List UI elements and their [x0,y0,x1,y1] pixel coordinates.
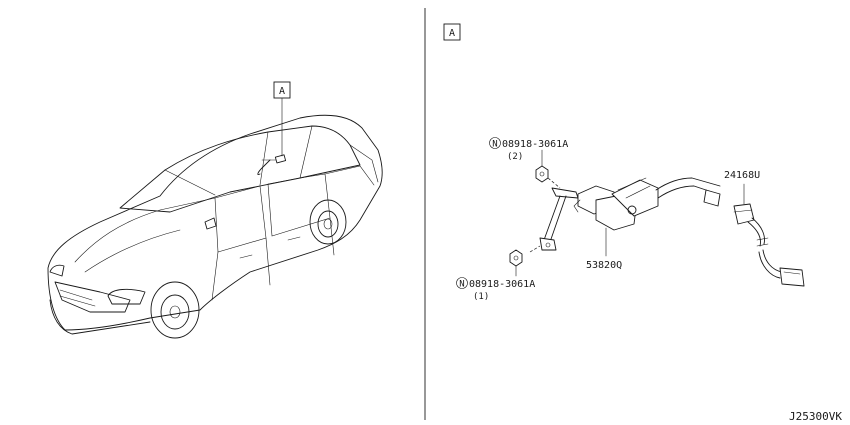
n-marker-lower: N [459,280,464,290]
detail-callout-letter: A [449,28,455,39]
part-number-harness: 24168U [724,170,760,181]
car-callout-box: A [273,81,291,99]
height-sensor-illustration [573,177,721,257]
car-illustration [47,114,383,339]
part-number-upper-bolt: 08918-3061A [502,139,568,150]
nut-upper-illustration [535,149,549,183]
part-label-upper-bolt: N 08918-3061A (2) [489,137,568,162]
part-number-lower-bolt: 08918-3061A [469,279,535,290]
n-marker-upper: N [492,140,497,150]
sensor-location-marker [257,97,287,175]
nut-lower-illustration [509,245,541,277]
car-callout-letter: A [279,86,285,97]
part-qty-upper-bolt: (2) [507,152,523,162]
diagram-code: J25300VK [789,410,842,423]
part-label-lower-bolt: N 08918-3061A (1) [456,277,535,302]
part-number-sensor: 53820Q [586,260,622,271]
link-rod-illustration [539,187,579,251]
detail-callout-box: A [443,23,461,41]
wire-harness-illustration [733,183,805,287]
part-qty-lower-bolt: (1) [473,292,489,302]
